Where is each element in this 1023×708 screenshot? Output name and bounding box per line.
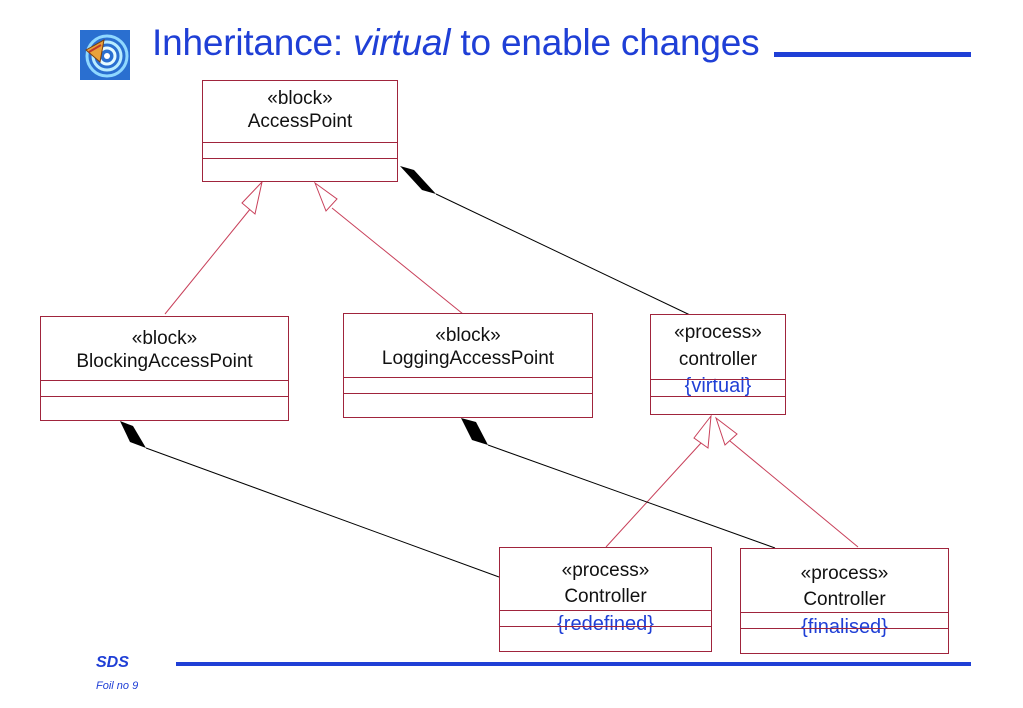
composition-diamond-logging [461,418,488,445]
footer-foil-number: Foil no 9 [96,680,139,692]
property-label: {virtual} [684,375,752,397]
class-name: Controller [803,589,886,610]
title-suffix: to enable changes [450,22,760,63]
class-name: controller [678,349,758,370]
class-box-access-point[interactable]: «block» AccessPoint [202,80,398,182]
compartment-divider [500,610,711,611]
class-name: Controller [564,586,647,607]
class-name: BlockingAccessPoint [76,351,253,372]
compartment-divider [344,377,592,378]
stereotype-label: «process» [674,322,762,343]
composition-diamond-controller [400,166,436,194]
stereotype-label: «block» [267,88,333,109]
composition-line-blocking [145,447,500,578]
class-name: AccessPoint [247,111,353,132]
footer-rule [176,662,971,666]
compartment-divider [651,396,785,397]
stereotype-label: «block» [435,325,501,346]
slide-title: Inheritance: virtual to enable changes [152,22,760,64]
compartment-divider [500,626,711,627]
class-box-blocking-access-point[interactable]: «block» BlockingAccessPoint [40,316,289,421]
class-box-controller-redefined[interactable]: «process» Controller {redefined} [499,547,712,652]
composition-line-controller [435,193,691,316]
class-box-controller-finalised[interactable]: «process» Controller {finalised} [740,548,949,654]
title-rule [774,52,971,57]
composition-line-logging [487,444,776,549]
inheritance-arrow-logging [313,181,338,212]
inheritance-line-logging [331,207,464,315]
inheritance-arrow-finalised [715,416,738,446]
compartment-divider [41,380,288,381]
inheritance-line-redefined [605,442,702,548]
compartment-divider [203,158,397,159]
compartment-divider [41,396,288,397]
inheritance-line-finalised [729,440,859,548]
property-label: {redefined} [557,613,654,635]
compartment-divider [741,612,948,613]
property-label: {finalised} [801,616,888,638]
class-box-controller-virtual[interactable]: «process» controller {virtual} [650,314,786,415]
inheritance-arrow-blocking [241,180,263,215]
stereotype-label: «process» [800,563,889,584]
compartment-divider [741,628,948,629]
inheritance-arrow-redefined [693,414,712,449]
stereotype-label: «block» [131,328,198,349]
compartment-divider [203,142,397,143]
logo-icon [80,30,130,80]
composition-diamond-blocking [120,421,146,448]
class-name: LoggingAccessPoint [381,348,555,369]
inheritance-line-blocking [164,207,252,315]
compartment-divider [344,393,592,394]
title-italic: virtual [353,22,451,63]
title-prefix: Inheritance: [152,22,354,63]
stereotype-label: «process» [561,560,650,581]
footer-brand: SDS [96,654,129,671]
compartment-divider [651,379,785,380]
class-box-logging-access-point[interactable]: «block» LoggingAccessPoint [343,313,593,418]
